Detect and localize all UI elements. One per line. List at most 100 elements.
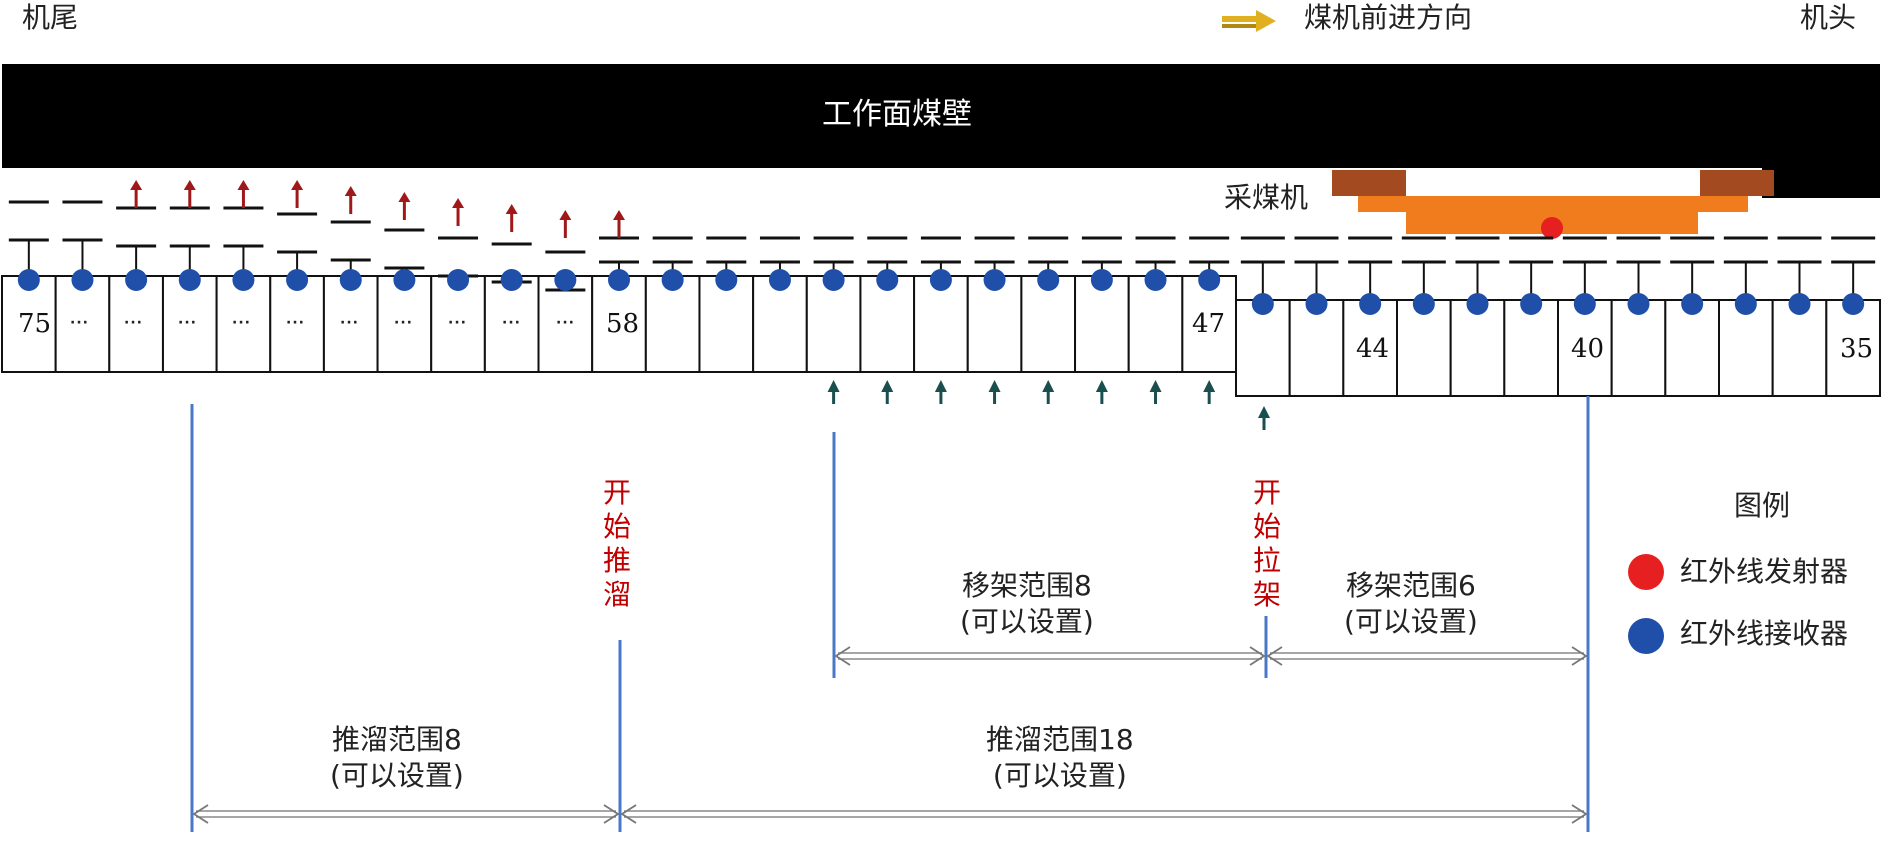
receiver-dot	[554, 269, 577, 291]
support-cell	[108, 275, 164, 373]
support-cell	[1181, 275, 1237, 373]
pull-arrow-head	[1149, 380, 1162, 392]
move-range-8-label: 移架范围8 (可以设置)	[960, 568, 1094, 640]
advance-arrow-head	[505, 204, 518, 214]
push-range-8-note: (可以设置)	[330, 759, 464, 792]
support-cell	[322, 275, 379, 373]
support-cell	[752, 275, 808, 373]
support-cell	[215, 275, 272, 373]
receiver-dot	[768, 269, 791, 291]
move-range-6-label: 移架范围6 (可以设置)	[1344, 568, 1478, 640]
coal-wall-step	[1762, 168, 1880, 198]
move-range-8-note: (可以设置)	[960, 605, 1094, 638]
move-range-6-arrow-left-head	[1266, 646, 1283, 666]
advance-arrow-head	[613, 210, 625, 220]
receiver-dot	[1627, 293, 1650, 315]
push-range-18-note: (可以设置)	[992, 759, 1127, 792]
pull-arrow-head	[1095, 380, 1108, 392]
receiver-dot	[876, 269, 899, 291]
direction-arrow-shaft	[1222, 16, 1256, 22]
shearer-emitter-dot	[1541, 217, 1563, 239]
receiver-dot	[1198, 269, 1221, 291]
receiver-dot	[1842, 293, 1865, 315]
push-start-marker: 开始推溜	[602, 476, 631, 611]
receiver-dot	[1466, 293, 1489, 315]
support-cell	[1396, 299, 1452, 397]
head-label: 机头	[1800, 1, 1857, 34]
receiver-dot	[715, 269, 738, 291]
receiver-dot	[447, 269, 470, 291]
receiver-dot	[1144, 269, 1167, 291]
legend-emitter-label: 红外线发射器	[1680, 555, 1849, 588]
support-ellipsis: ···	[394, 315, 413, 331]
receiver-dot	[393, 269, 416, 291]
receiver-dot	[1251, 293, 1274, 315]
support-number-40: 40	[1571, 334, 1605, 364]
move-range-8-arrow-right-head	[1249, 646, 1266, 666]
direction-arrow-shaft-shade	[1222, 24, 1256, 28]
advance-arrow-head	[291, 180, 304, 190]
support-cell	[161, 275, 218, 373]
receiver-dot	[286, 269, 309, 291]
push-range-8-title: 推溜范围8	[332, 723, 462, 756]
legend-title: 图例	[1734, 489, 1791, 522]
legend-receiver-label: 红外线接收器	[1680, 617, 1849, 650]
push-range-18-arrow-left-head	[620, 804, 637, 824]
advance-arrow-head	[559, 210, 572, 220]
receiver-dot	[1037, 269, 1060, 291]
push-range-18-label: 推溜范围18 (可以设置)	[986, 722, 1134, 794]
receiver-dot	[125, 269, 148, 291]
shearer-left-drum	[1332, 170, 1406, 196]
receiver-dot	[1734, 293, 1757, 315]
support-cell	[269, 275, 325, 373]
pull-arrow-head	[827, 380, 840, 392]
advance-arrow-head	[130, 180, 143, 190]
receiver-dot	[929, 269, 952, 291]
receiver-dot	[1305, 293, 1328, 315]
move-range-8-arrow-left-head	[834, 646, 851, 666]
support-cell	[54, 275, 111, 373]
support-ellipsis: ···	[502, 315, 521, 331]
push-range-8-arrow-right-head	[603, 804, 620, 824]
coal-wall-label: 工作面煤壁	[822, 97, 972, 132]
coal-wall	[2, 64, 1880, 168]
receiver-dot	[500, 269, 523, 291]
support-cell	[1449, 299, 1506, 397]
support-ellipsis: ···	[340, 315, 359, 331]
receiver-dot	[983, 269, 1006, 291]
support-number-47: 47	[1192, 309, 1226, 339]
support-ellipsis: ···	[286, 315, 305, 331]
support-cell	[1, 275, 57, 373]
support-cell	[698, 275, 755, 373]
support-cell	[376, 275, 433, 373]
receiver-dot	[178, 269, 201, 291]
support-ellipsis: ···	[178, 315, 197, 331]
receiver-dot	[661, 269, 684, 291]
pull-arrow-head	[934, 380, 947, 392]
support-ellipsis: ···	[124, 315, 143, 331]
shearer-label: 采煤机	[1224, 181, 1309, 214]
support-number-75: 75	[18, 309, 52, 339]
support-cell	[1288, 299, 1345, 397]
push-range-18-arrow-right-head	[1571, 804, 1588, 824]
advance-arrow-head	[344, 186, 357, 196]
support-cell	[1235, 299, 1291, 397]
support-ellipsis: ···	[556, 315, 575, 331]
shearer-body	[1358, 196, 1748, 212]
receiver-dot	[1090, 269, 1113, 291]
receiver-dot	[232, 269, 255, 291]
move-range-6-title: 移架范围6	[1346, 569, 1476, 602]
support-cell	[537, 275, 594, 373]
support-cell	[1825, 299, 1882, 397]
pull-start-marker: 开始拉架	[1252, 476, 1281, 611]
receiver-dot	[1788, 293, 1811, 315]
support-cell	[1342, 299, 1399, 397]
support-ellipsis: ···	[70, 315, 89, 331]
advance-arrow-head	[398, 192, 411, 202]
legend-emitter-dot	[1628, 554, 1664, 590]
advance-arrow-head	[183, 180, 196, 190]
pull-arrow-head	[988, 380, 1001, 392]
receiver-dot	[339, 269, 362, 291]
